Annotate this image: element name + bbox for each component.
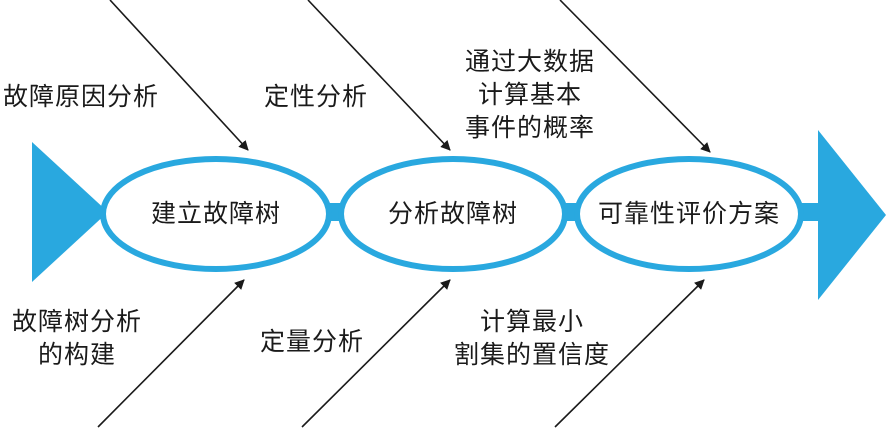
cause-bottom-2-line-1: 定量分析 [260,327,365,356]
cause-top-1-line-1: 故障原因分析 [3,82,160,111]
cause-top-3-line-3: 事件的概率 [464,113,595,142]
node-ellipse-build [100,156,332,272]
top-arrow-2 [307,0,451,151]
cause-bottom-2: 定量分析 [260,325,364,358]
node-label-analyze: 分析故障树 [387,199,518,228]
cause-top-3-line-2: 计算基本 [477,80,582,109]
cause-top-2: 定性分析 [264,80,368,113]
cause-bottom-1-line-2: 的构建 [37,340,116,369]
bottom-arrow-1 [97,279,245,428]
cause-bottom-3: 计算最小 割集的置信度 [432,305,632,371]
bottom-arrow-3 [554,279,705,428]
bottom-arrow-2 [301,279,451,428]
node-ellipse-evaluate [574,156,804,272]
head-triangle [818,130,886,300]
cause-top-3: 通过大数据 计算基本 事件的概率 [440,45,620,144]
node-label-build: 建立故障树 [150,199,281,228]
node-label-evaluate: 可靠性评价方案 [597,199,780,228]
top-arrow-3 [559,0,711,153]
node-ellipse-analyze [338,156,568,272]
cause-top-3-line-1: 通过大数据 [464,47,595,76]
cause-bottom-1: 故障树分析 的构建 [2,305,152,371]
cause-top-1: 故障原因分析 [3,80,159,113]
cause-bottom-1-line-1: 故障树分析 [11,307,142,336]
tail-triangle [32,142,108,282]
cause-bottom-3-line-2: 割集的置信度 [453,340,610,369]
cause-bottom-3-line-1: 计算最小 [479,307,584,336]
top-arrow-1 [109,0,249,151]
cause-top-2-line-1: 定性分析 [264,82,369,111]
